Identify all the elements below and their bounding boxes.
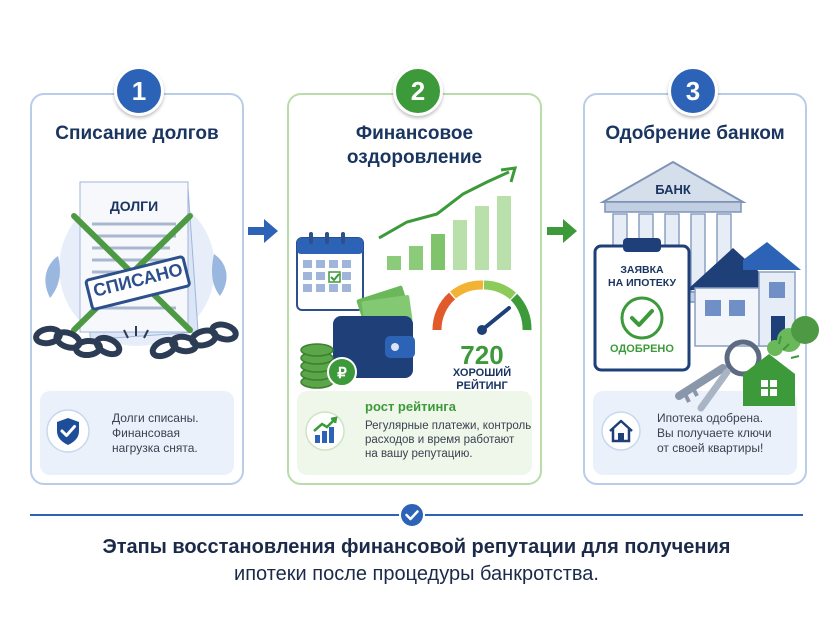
step-1-bottom-text: Долги списаны. Финансовая нагрузка снята… [112, 411, 199, 455]
credit-score-value: 720 [460, 340, 504, 370]
arrow-right-icon [248, 219, 278, 243]
bank-label: БАНК [655, 182, 691, 197]
bank-approval-illustration [593, 160, 819, 412]
step-2-badge: 2 [393, 66, 443, 116]
mortgage-application-label: ЗАЯВКА НА ИПОТЕКУ [608, 264, 676, 289]
step-3-bottom-text: Ипотека одобрена. Вы получаете ключи от … [657, 411, 772, 455]
step-2-bottom-text: Регулярные платежи, контроль расходов и … [365, 420, 532, 460]
step-1-info-box: Долги списаны. Финансовая нагрузка снята… [40, 391, 234, 475]
financial-recovery-illustration: ₽ [296, 166, 532, 389]
credit-score-label: ХОРОШИЙ РЕЙТИНГ [452, 367, 512, 392]
step-2-title: Финансовое оздоровление [346, 123, 483, 168]
step-1-badge: 1 [114, 66, 164, 116]
house-icon [601, 411, 641, 451]
step-2-info-box: рост рейтинга Регулярные платежи, контро… [297, 391, 532, 475]
arrow-right-icon [547, 219, 577, 243]
approved-label: ОДОБРЕНО [610, 343, 674, 355]
step-3-title: Одобрение банком [605, 123, 785, 144]
rating-growth-heading: рост рейтинга [365, 399, 456, 414]
step-1-title: Списание долгов [55, 123, 219, 144]
debt-cancelled-illustration [33, 181, 239, 360]
caption: Этапы восстановления финансовой репутаци… [102, 536, 731, 585]
step-3-badge: 3 [668, 66, 718, 116]
svg-text:₽: ₽ [337, 365, 347, 382]
check-circle-icon [399, 502, 425, 528]
shield-check-icon [46, 409, 90, 453]
growth-chart-icon [305, 411, 345, 451]
debt-document-label: ДОЛГИ [109, 198, 159, 214]
